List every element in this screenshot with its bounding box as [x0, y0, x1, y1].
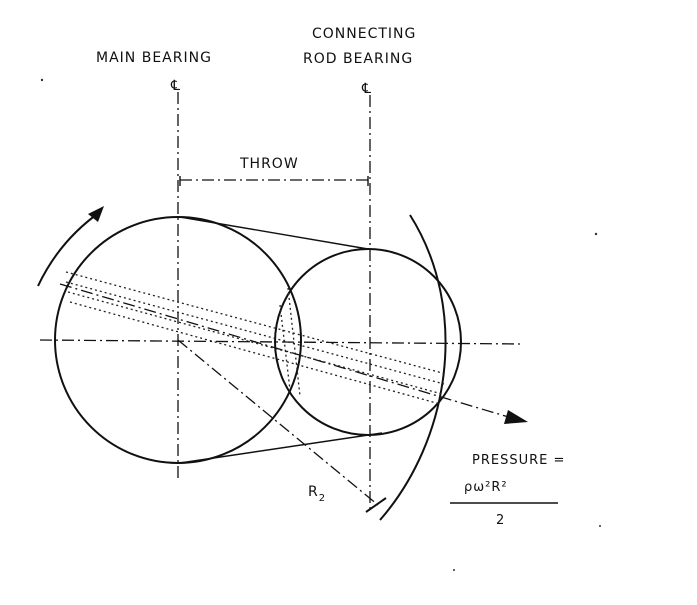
throw-label: THROW: [239, 156, 299, 172]
speck-2: [594, 232, 598, 236]
pressure-formula-denominator: 2: [496, 513, 505, 528]
oil-band-edge-2: [65, 281, 445, 385]
lens-hatch-1: [287, 287, 301, 397]
rod-bearing-circle: [274, 248, 462, 436]
oil-band-edge-4: [69, 301, 441, 405]
main-bearing-circle: [54, 216, 302, 464]
radius-label: R2: [308, 484, 326, 504]
main-bearing-centerline-mark: ℄: [170, 78, 181, 94]
radius-line-tick: [365, 497, 387, 513]
lower-tangent-line: [179, 432, 383, 464]
pressure-arrow-icon: [504, 410, 528, 424]
pressure-formula-numerator: ρω²R²: [464, 480, 508, 495]
radius-label-letter: R: [308, 484, 319, 500]
speck-3: [453, 569, 455, 571]
main-bearing-label: MAIN BEARING: [96, 50, 212, 66]
rotation-arrow-icon: [88, 206, 104, 222]
upper-tangent-line: [179, 216, 369, 250]
speck-4: [599, 525, 601, 527]
horizontal-centerline: [39, 339, 523, 345]
connecting-rod-label-line1: CONNECTING: [312, 26, 416, 42]
lens-hatch-2: [279, 304, 291, 391]
radius-label-sub: 2: [319, 493, 326, 504]
speck-1: [40, 78, 44, 82]
connecting-rod-label-line2: ROD BEARING: [303, 51, 413, 67]
pressure-label: PRESSURE =: [472, 453, 565, 468]
oil-band-edge-3: [67, 291, 443, 395]
connecting-rod-centerline-mark: ℄: [361, 81, 372, 97]
rotation-arc: [37, 211, 101, 287]
oil-band-edge-1: [65, 271, 447, 375]
